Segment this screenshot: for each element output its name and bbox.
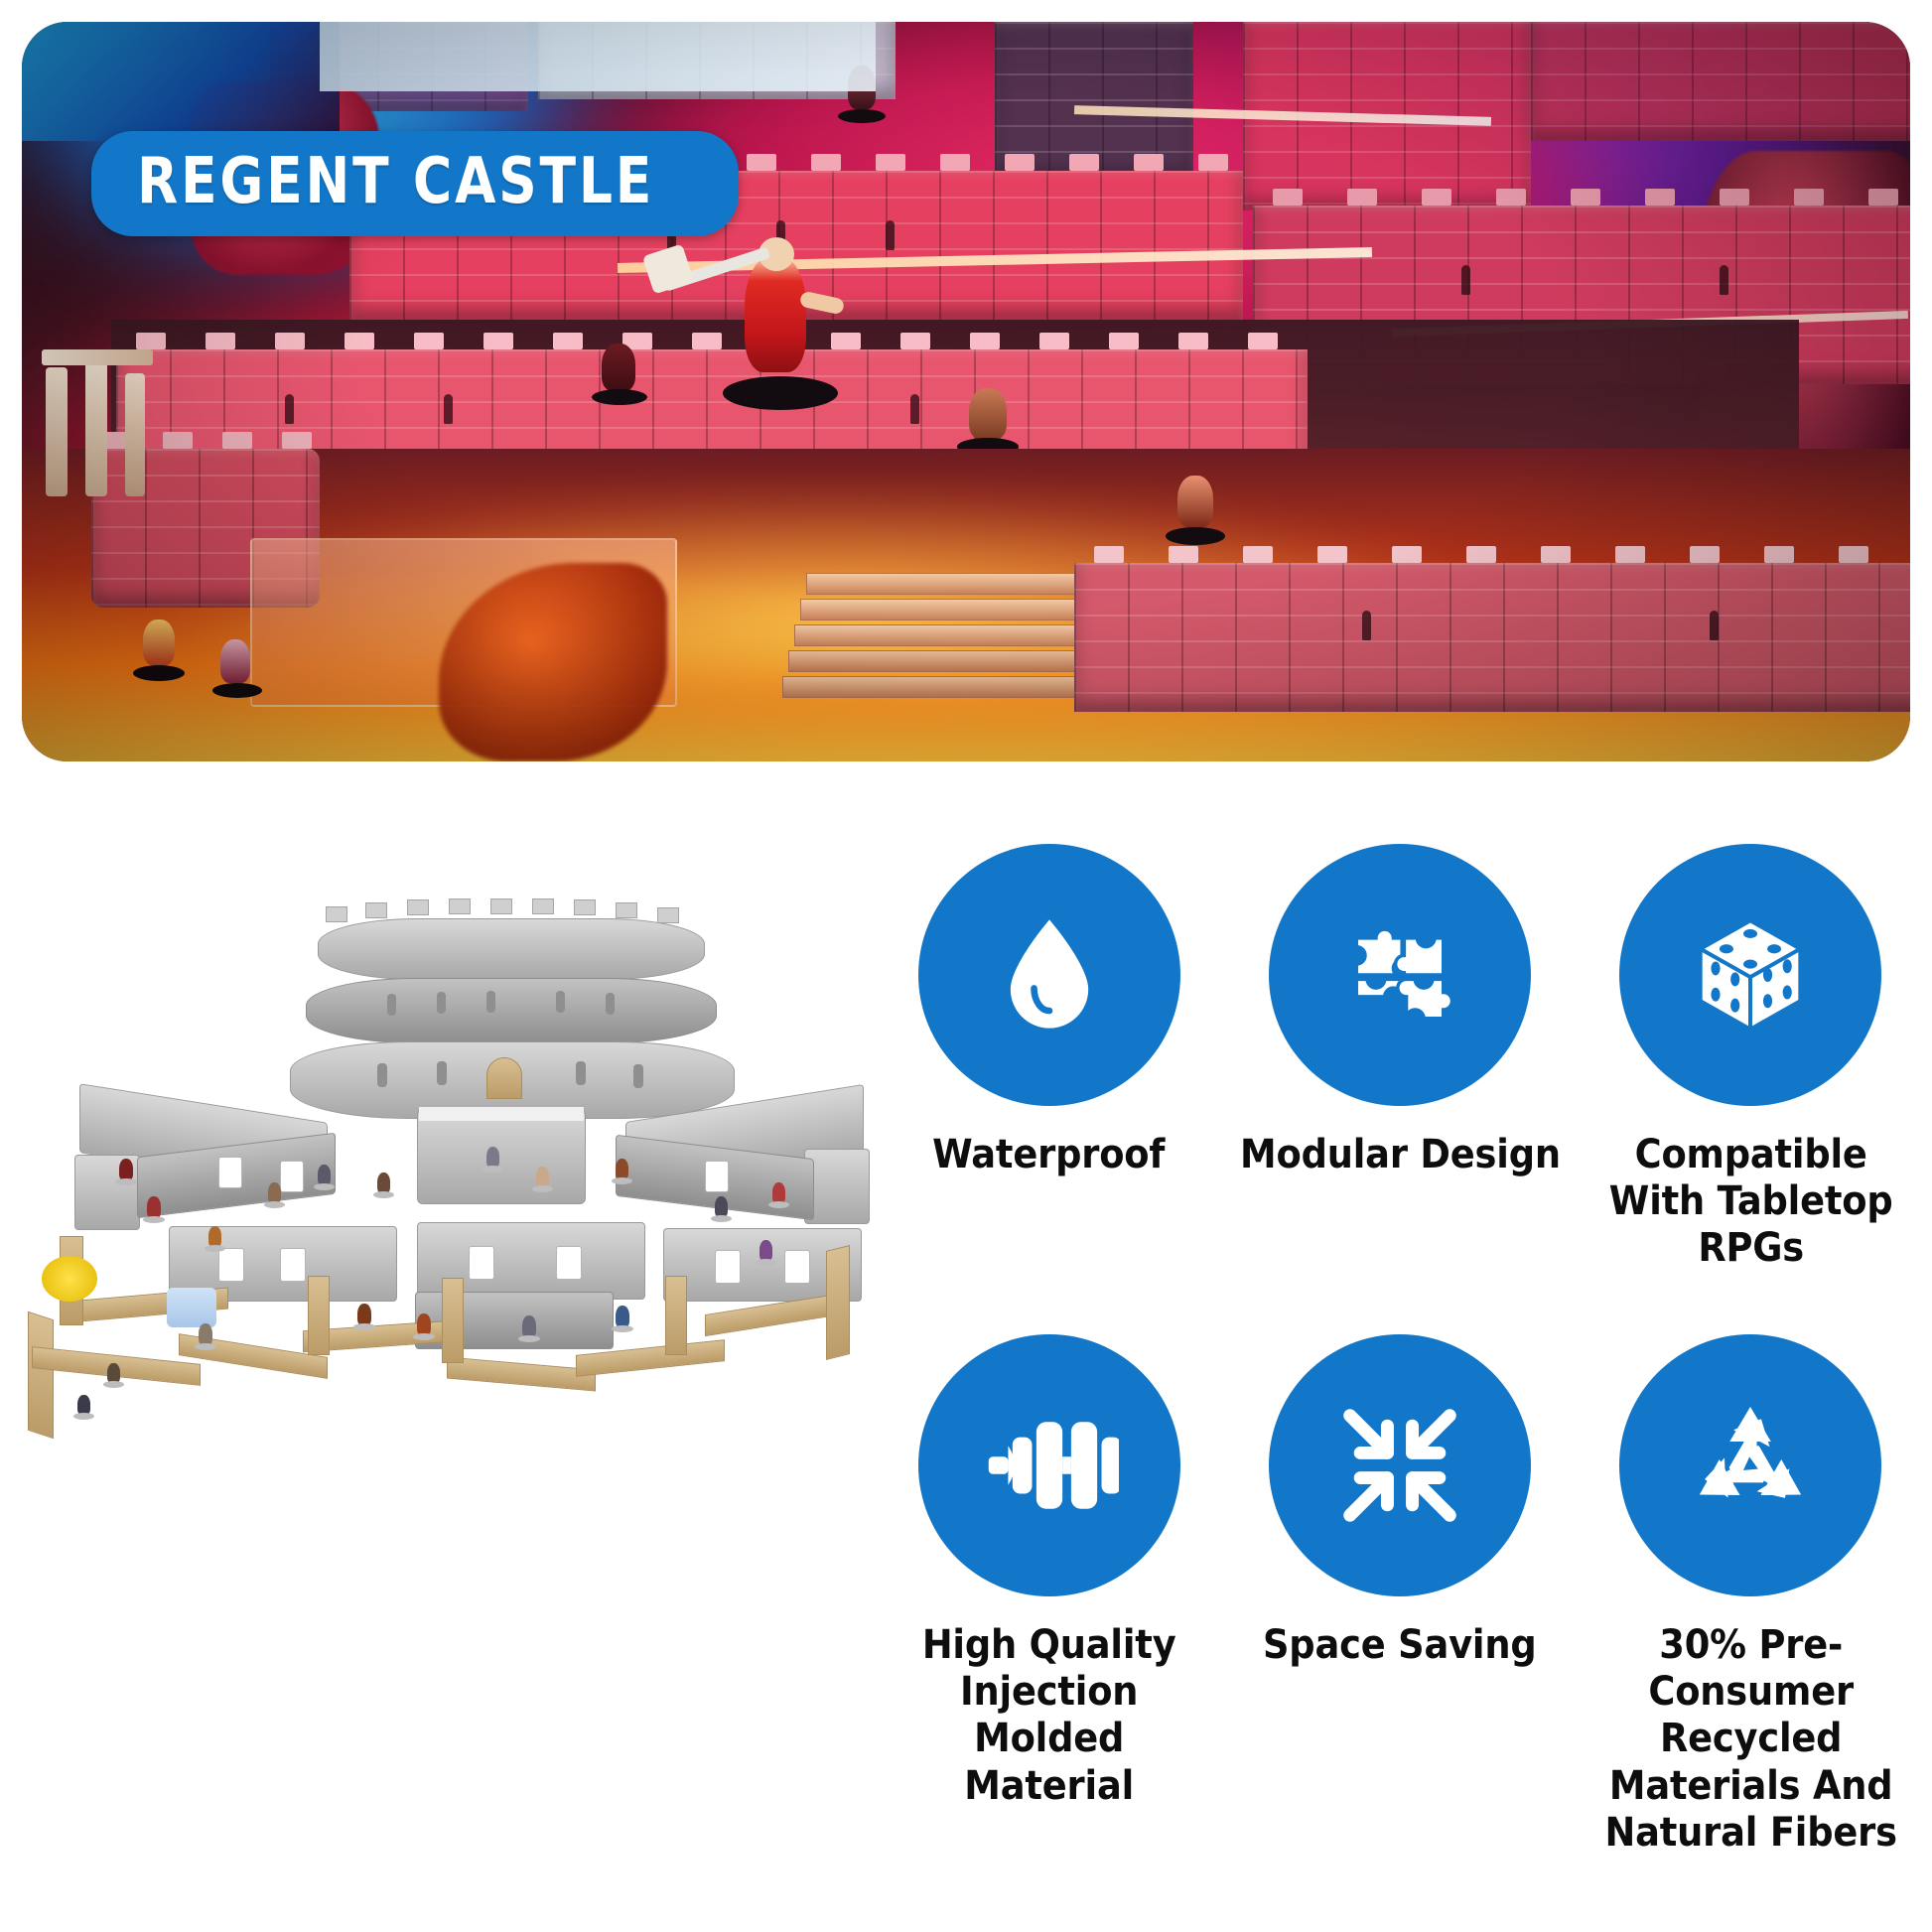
cork-wall [308,1276,330,1355]
keep-tier-middle [306,978,717,1043]
terrain-tent [167,1288,216,1327]
miniature [536,1167,549,1187]
feature-icon-circle [1268,844,1531,1106]
miniature [417,1313,431,1335]
miniature [772,1182,785,1203]
dumbbell-icon [988,1422,1119,1509]
miniature [119,1159,133,1180]
feature-icon-circle [1268,1334,1531,1597]
feature-label: Waterproof [932,1132,1166,1177]
miniature [147,1196,161,1218]
miniature [268,1182,281,1203]
miniature [77,1395,90,1415]
feature-item-space-saving: Space Saving [1224,1334,1575,1857]
hero-background-block [1531,22,1910,141]
feature-icon-circle [917,844,1180,1106]
cork-wall [442,1278,464,1363]
feature-icon-circle [917,1334,1180,1597]
hero-title-badge: REGENT CASTLE [91,131,740,236]
hero-table-edge [22,22,340,141]
feature-label: Compatible With Tabletop RPGs [1608,1132,1893,1272]
feature-item-tabletop-rpg: Compatible With Tabletop RPGs [1576,844,1926,1334]
compress-arrows-icon [1343,1409,1456,1522]
miniature [208,1226,221,1247]
miniature [318,1165,331,1185]
feature-label: 30% Pre-Consumer Recycled Materials And … [1604,1622,1897,1856]
feature-item-high-quality-material: High Quality Injection Molded Material [874,1334,1224,1857]
miniature [486,1147,499,1168]
cork-wall [826,1245,850,1360]
cork-wall [447,1356,596,1392]
hero-image: REGENT CASTLE [22,22,1910,761]
product-photo [20,898,894,1454]
miniature [759,1240,772,1261]
hero-miniature [1164,474,1233,553]
keep-bailey [417,1109,586,1204]
miniature [199,1323,212,1345]
hero-miniature-knight [641,235,846,424]
miniature [522,1315,536,1337]
hero-title-text: REGENT CASTLE [137,145,655,218]
feature-icon-circle [1619,1334,1882,1597]
miniature [357,1304,371,1325]
terrain-gold-pile [42,1256,97,1302]
feature-icon-circle [1619,844,1882,1106]
miniature [377,1173,390,1193]
cork-wall [28,1311,54,1440]
hero-ruins [42,349,153,508]
miniature [616,1159,628,1179]
hero-wall-lower-right [1074,546,1910,712]
feature-label: High Quality Injection Molded Material [921,1622,1176,1809]
hero-table-edge [320,22,876,91]
feature-grid: Waterproof Modular Design [874,844,1926,1857]
hero-miniature [210,637,268,707]
feature-label: Space Saving [1263,1622,1537,1669]
dice-icon [1699,918,1803,1032]
hero-miniature [131,618,191,689]
hero-miniature [590,340,651,409]
keep-tier-top [318,918,705,980]
miniature [715,1196,728,1217]
feature-item-modular-design: Modular Design [1224,844,1575,1334]
feature-item-recycled-materials: 30% Pre-Consumer Recycled Materials And … [1576,1334,1926,1857]
miniature [616,1306,629,1327]
feature-item-waterproof: Waterproof [874,844,1224,1334]
cork-wall [665,1276,687,1355]
keep-door [486,1057,522,1099]
feature-label: Modular Design [1239,1132,1561,1177]
recycle-icon [1700,1407,1802,1498]
water-drop-icon [1010,919,1088,1029]
hero-staircase [782,573,1108,702]
wall-right-corner [804,1149,870,1224]
puzzle-pieces-icon [1354,927,1454,1021]
miniature [107,1363,120,1383]
